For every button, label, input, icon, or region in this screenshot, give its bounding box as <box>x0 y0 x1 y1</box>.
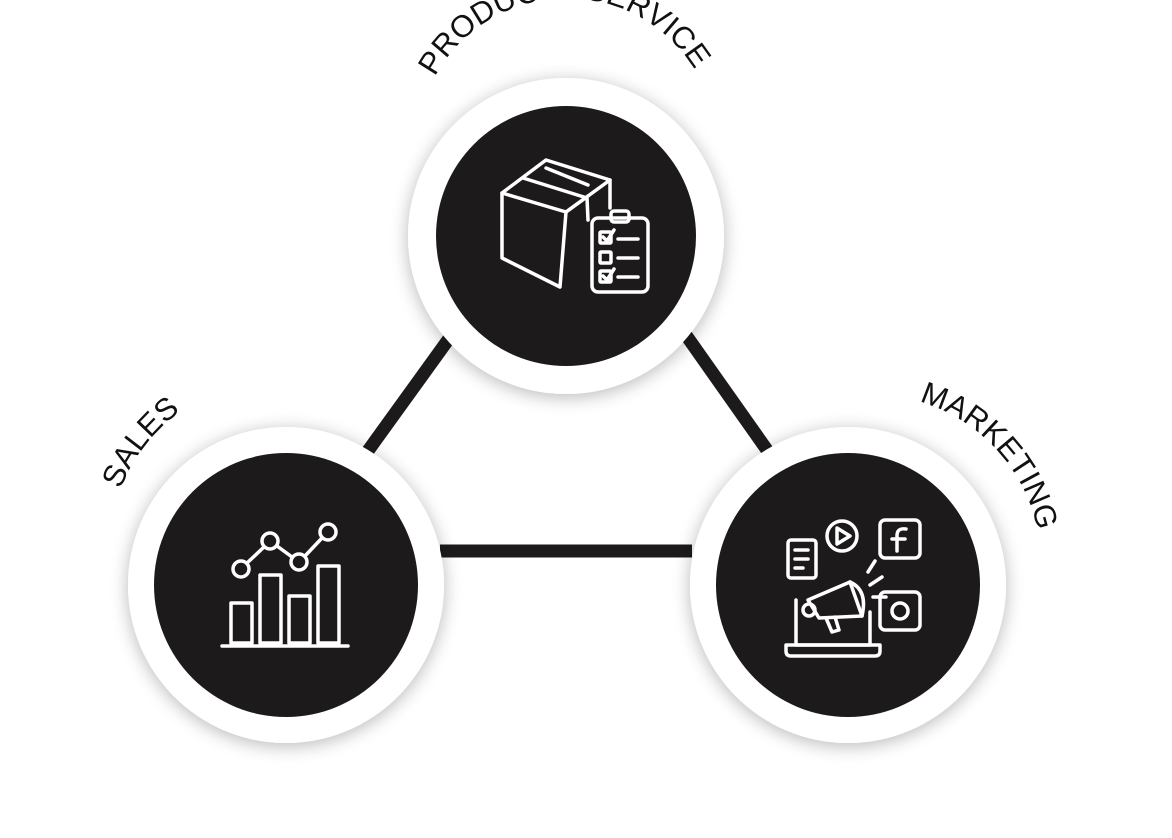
node-product-disc <box>436 106 696 366</box>
node-product <box>408 78 724 394</box>
node-marketing-disc <box>716 453 980 717</box>
node-marketing <box>690 427 1006 743</box>
node-sales-disc <box>154 453 418 717</box>
connector-product-marketing <box>678 328 777 460</box>
bar-line-chart-icon <box>220 522 350 648</box>
label-product: PRODUCT / SERVICE <box>411 0 718 80</box>
node-sales <box>128 427 444 743</box>
megaphone-social-media-icon <box>784 518 922 658</box>
connector-product-sales <box>360 330 458 458</box>
box-clipboard-icon <box>500 158 650 294</box>
label-product-text: PRODUCT / SERVICE <box>411 0 718 80</box>
